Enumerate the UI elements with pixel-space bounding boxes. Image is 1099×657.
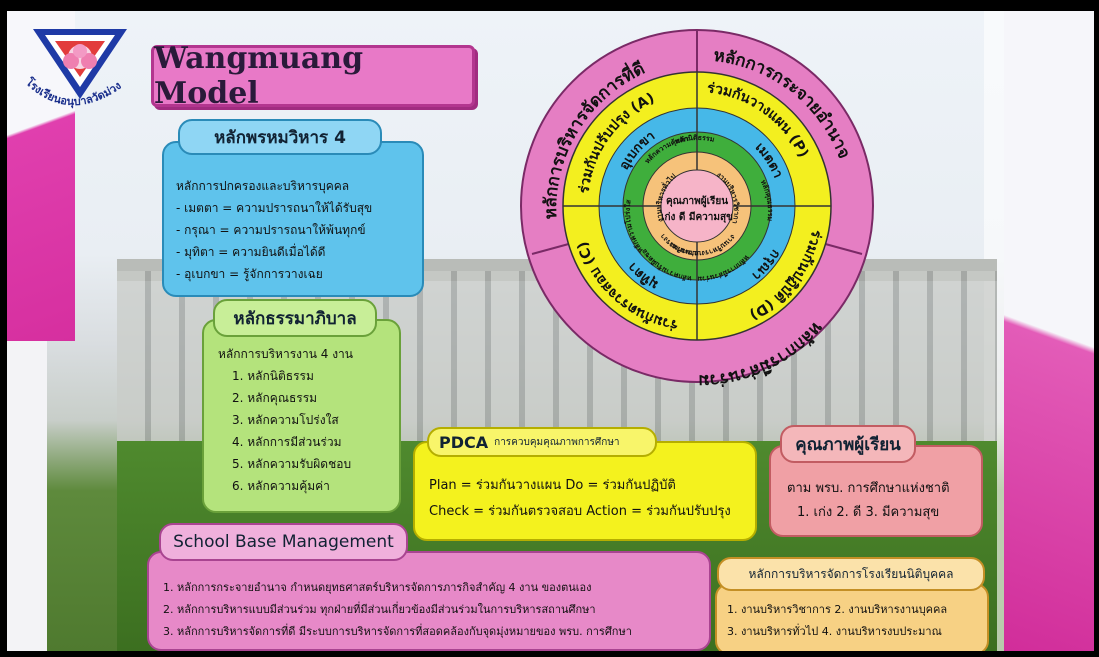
- list-item: 3. หลักการบริหารจัดการที่ดี มีระบบการบริ…: [163, 625, 632, 638]
- good-governance-panel: หลักการบริหารงาน 4 งาน 1. หลักนิติธรรม 2…: [202, 319, 401, 513]
- juristic-person-heading: หลักการบริหารจัดการโรงเรียนนิติบุคคล: [717, 557, 985, 591]
- left-decor-white: [7, 341, 47, 651]
- pdca-title: PDCA: [439, 432, 489, 452]
- juristic-line-2: 3. งานบริหารทั่วไป 4. งานบริหารงบประมาณ: [727, 625, 942, 638]
- juristic-body: 1. งานบริหารวิชาการ 2. งานบริหารงานบุคคล…: [727, 599, 947, 643]
- pdca-line-1: Plan = ร่วมกันวางแผน Do = ร่วมกันปฏิบัติ: [429, 478, 676, 493]
- school-logo: โรงเรียนอนุบาลวัดม่วง: [15, 13, 145, 131]
- sbm-heading: School Base Management: [159, 523, 408, 561]
- juristic-person-panel: 1. งานบริหารวิชาการ 2. งานบริหารงานบุคคล…: [715, 583, 989, 651]
- list-item: - มุทิตา = ความยินดีเมื่อได้ดี: [176, 245, 326, 259]
- right-decor-band: [1004, 11, 1094, 651]
- center-circle: [660, 169, 734, 243]
- juristic-line-1: 1. งานบริหารวิชาการ 2. งานบริหารงานบุคคล: [727, 603, 948, 616]
- brahmavihara-panel: หลักการปกครองและบริหารบุคคล - เมตตา = คว…: [162, 141, 424, 297]
- list-item: 2. หลักคุณธรรม: [232, 391, 318, 405]
- list-item: หลักการปกครองและบริหารบุคคล: [176, 179, 350, 193]
- list-item: 6. หลักความคุ้มค่า: [232, 479, 330, 493]
- list-item: - กรุณา = ความปรารถนาให้พ้นทุกข์: [176, 223, 366, 237]
- quality-line-1: ตาม พรบ. การศึกษาแห่งชาติ: [787, 481, 950, 496]
- sbm-list: 1. หลักการกระจายอำนาจ กำหนดยุทธศาสตร์บริ…: [163, 577, 632, 643]
- list-item: - เมตตา = ความปรารถนาให้ได้รับสุข: [176, 201, 373, 215]
- list-item: 1. หลักการกระจายอำนาจ กำหนดยุทธศาสตร์บริ…: [163, 581, 592, 594]
- good-governance-heading: หลักธรรมาภิบาล: [213, 299, 377, 337]
- pdca-subtitle: การควบคุมคุณภาพการศึกษา: [494, 436, 620, 448]
- list-intro: หลักการบริหารงาน 4 งาน: [218, 347, 353, 361]
- list-item: 3. หลักความโปร่งใส: [232, 413, 339, 427]
- list-item: 2. หลักการบริหารแบบมีส่วนร่วม ทุกฝ่ายที่…: [163, 603, 596, 616]
- brahmavihara-list: หลักการปกครองและบริหารบุคคล - เมตตา = คว…: [176, 175, 372, 285]
- center-label-line-1: คุณภาพผู้เรียน: [666, 195, 728, 208]
- page-title: Wangmuang Model: [154, 41, 364, 111]
- sbm-panel: 1. หลักการกระจายอำนาจ กำหนดยุทธศาสตร์บริ…: [147, 551, 711, 651]
- list-item: - อุเบกขา = รู้จักการวางเฉย: [176, 267, 323, 281]
- quality-line-2: 1. เก่ง 2. ดี 3. มีความสุข: [797, 505, 940, 520]
- pdca-line-2: Check = ร่วมกันตรวจสอบ Action = ร่วมกันป…: [429, 504, 731, 519]
- good-governance-list: หลักการบริหารงาน 4 งาน 1. หลักนิติธรรม 2…: [218, 343, 353, 497]
- list-item: 4. หลักการมีส่วนร่วม: [232, 435, 342, 449]
- list-item: 5. หลักความรับผิดชอบ: [232, 457, 352, 471]
- learner-quality-heading: คุณภาพผู้เรียน: [780, 425, 916, 463]
- title-banner: Wangmuang Model: [151, 41, 475, 111]
- pdca-heading: PDCA การควบคุมคุณภาพการศึกษา: [427, 427, 657, 457]
- learner-quality-body: ตาม พรบ. การศึกษาแห่งชาติ 1. เก่ง 2. ดี …: [787, 477, 950, 525]
- list-item: 1. หลักนิติธรรม: [232, 369, 314, 383]
- poster-canvas: โรงเรียนอนุบาลวัดม่วง Wangmuang Model หล…: [7, 11, 1094, 651]
- brahmavihara-heading: หลักพรหมวิหาร 4: [178, 119, 382, 155]
- center-label-line-2: เก่ง ดี มีความสุข: [661, 211, 733, 223]
- pdca-body: Plan = ร่วมกันวางแผน Do = ร่วมกันปฏิบัติ…: [429, 473, 731, 525]
- model-wheel: หลักการบริหารจัดการที่ดี หลักการกระจายอำ…: [516, 18, 876, 391]
